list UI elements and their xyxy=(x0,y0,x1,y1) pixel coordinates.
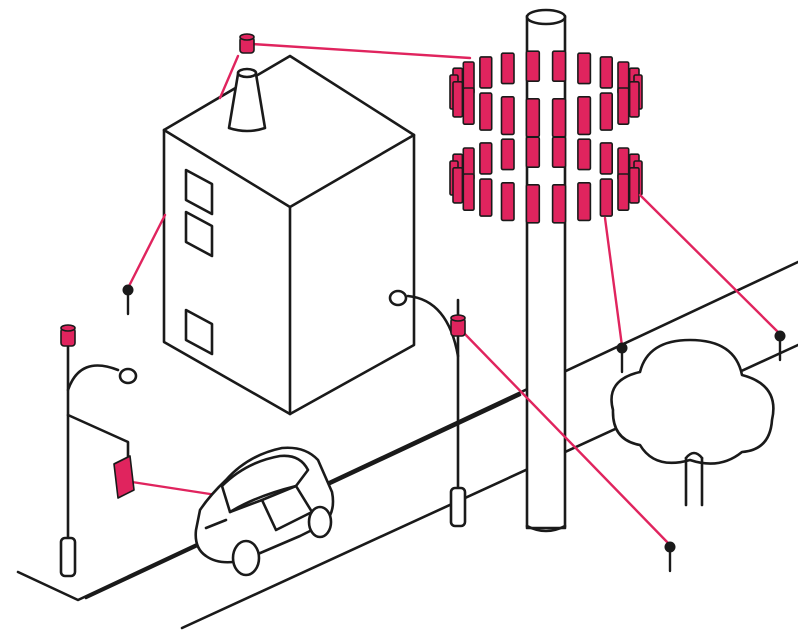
antenna-panel xyxy=(479,178,493,217)
endpoint-pin-icon xyxy=(774,330,786,362)
endpoint-pin-icon xyxy=(122,284,134,316)
endpoint-pins xyxy=(122,284,786,573)
antenna-panel xyxy=(525,50,541,83)
antenna-panel xyxy=(525,98,541,138)
antenna-panel xyxy=(628,81,640,118)
antenna-panel xyxy=(599,92,614,131)
link-tower-to-endpoint-b xyxy=(638,193,782,336)
building-icon xyxy=(162,54,416,416)
rooftop-chimney xyxy=(227,72,267,133)
streetlight-left xyxy=(59,324,138,578)
antenna-panel xyxy=(500,96,515,136)
streetlight-small-cell-icon xyxy=(60,324,76,347)
antenna-panel xyxy=(479,56,493,89)
antenna-panel xyxy=(577,182,592,222)
antenna-panel xyxy=(628,167,640,204)
hanging-small-cell-icon xyxy=(113,455,135,499)
antenna-panel xyxy=(617,87,630,126)
antenna-panel xyxy=(599,142,614,175)
tree-icon xyxy=(610,338,775,507)
antenna-panel xyxy=(462,173,475,212)
endpoint-pin-icon xyxy=(616,342,628,374)
antenna-panel xyxy=(462,87,475,126)
link-rooftop-to-tower xyxy=(250,42,472,60)
macro-cell-tower-icon xyxy=(525,8,567,533)
streetlight-right xyxy=(388,289,467,528)
antenna-panel xyxy=(452,167,464,204)
antenna-panel xyxy=(599,56,614,89)
antenna-panel xyxy=(500,138,515,171)
antenna-panel xyxy=(577,52,592,85)
link-building-to-endpoint xyxy=(126,213,167,290)
antenna-panel xyxy=(452,81,464,118)
antenna-panel xyxy=(479,92,493,131)
antenna-panel xyxy=(500,182,515,222)
antenna-panel xyxy=(577,96,592,136)
endpoint-pin-icon xyxy=(664,541,676,573)
link-tower-to-endpoint-a xyxy=(603,216,624,348)
link-streetlight-to-endpoint xyxy=(459,328,672,547)
antenna-panel xyxy=(551,50,567,83)
antenna-panel xyxy=(551,98,567,138)
building-windows xyxy=(184,168,214,356)
antenna-panel xyxy=(500,52,515,85)
antenna-panel xyxy=(479,142,493,175)
antenna-panel xyxy=(551,184,567,224)
connected-car-icon xyxy=(194,446,335,577)
rooftop-small-cell-icon xyxy=(239,33,255,54)
antenna-panel xyxy=(577,138,592,171)
antenna-ring-lower xyxy=(449,136,643,224)
connection-links xyxy=(126,42,782,547)
antenna-panel xyxy=(551,136,567,168)
link-rooftop-to-endpoint xyxy=(218,54,240,100)
antenna-panel xyxy=(525,184,541,224)
antenna-panel xyxy=(599,178,614,217)
antenna-panel xyxy=(617,173,630,212)
streetlight-small-cell-icon xyxy=(450,314,466,337)
antenna-panel xyxy=(525,136,541,168)
